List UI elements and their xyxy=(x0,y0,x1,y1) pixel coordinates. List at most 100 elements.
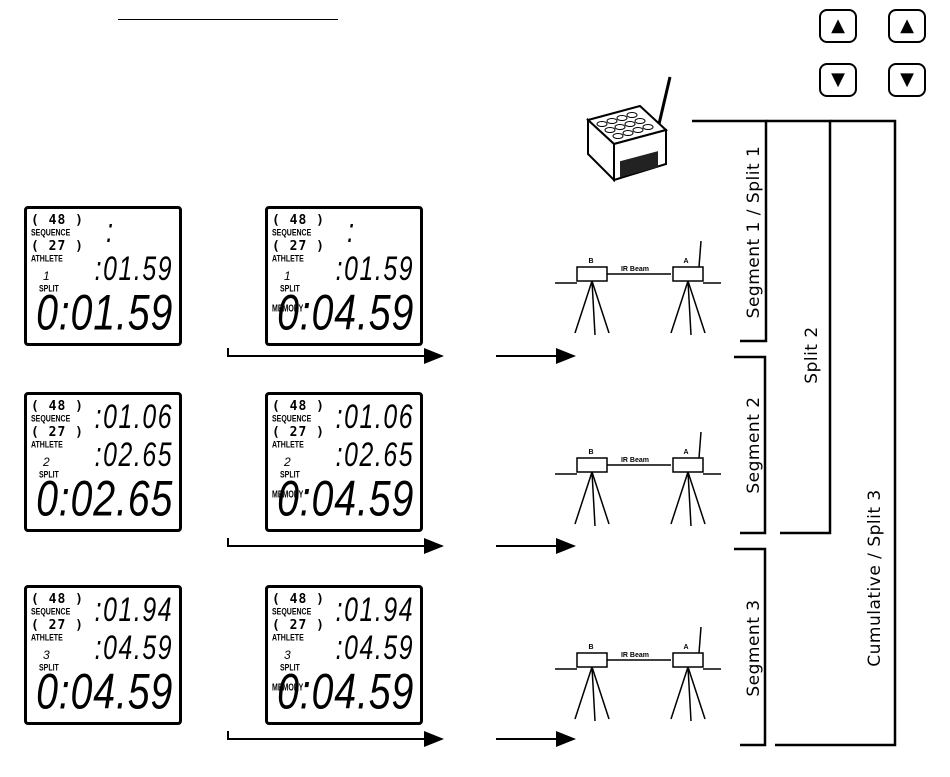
memory-label: MEMORY xyxy=(272,490,304,501)
split-number: 3 xyxy=(43,648,50,662)
memory-label: MEMORY xyxy=(272,304,304,315)
sequence-label: SEQUENCE xyxy=(272,415,312,425)
main-time: 0:04.59 xyxy=(35,664,173,721)
athlete-value: ( 27 ) xyxy=(31,618,84,633)
segment-time: : xyxy=(106,211,115,250)
sequence-value: ( 48 ) xyxy=(31,399,84,414)
flow-arrow xyxy=(227,348,444,364)
split-time: :04.59 xyxy=(335,628,414,667)
memory-label: MEMORY xyxy=(272,683,304,694)
split-number: 2 xyxy=(43,455,50,469)
main-time: 0:02.65 xyxy=(35,471,173,528)
flow-arrow xyxy=(227,538,444,554)
split-label: SPLIT xyxy=(39,285,59,295)
segment3-bracket xyxy=(734,547,767,747)
gate-label-b: B xyxy=(588,258,593,265)
split-number: 3 xyxy=(284,648,291,662)
split-label: SPLIT xyxy=(280,471,300,481)
main-time: 0:04.59 xyxy=(276,664,414,721)
split-label: SPLIT xyxy=(280,664,300,674)
sequence-value: ( 48 ) xyxy=(31,213,84,228)
cumulative-label: Cumulative / Split 3 xyxy=(865,489,885,667)
athlete-label: ATHLETE xyxy=(31,634,63,644)
header-rule xyxy=(118,19,338,20)
segment1-label: Segment 1 / Split 1 xyxy=(744,145,764,319)
sequence-label: SEQUENCE xyxy=(272,608,312,618)
athlete-label: ATHLETE xyxy=(272,255,304,265)
lcd-display: ( 48 ) SEQUENCE ( 27 ) ATHLETE 1 SPLIT :… xyxy=(24,206,182,346)
keypad-controller-icon xyxy=(585,76,672,183)
up-button-left[interactable]: ▲ xyxy=(819,9,857,43)
athlete-value: ( 27 ) xyxy=(31,239,84,254)
split-label: SPLIT xyxy=(280,285,300,295)
segment-time: :01.94 xyxy=(94,590,173,629)
sequence-value: ( 48 ) xyxy=(272,592,325,607)
segment1-bracket xyxy=(692,119,768,343)
athlete-label: ATHLETE xyxy=(31,255,63,265)
lcd-display: ( 48 ) SEQUENCE ( 27 ) ATHLETE 3 SPLIT :… xyxy=(24,585,182,725)
sequence-value: ( 48 ) xyxy=(31,592,84,607)
sequence-label: SEQUENCE xyxy=(31,608,71,618)
sequence-label: SEQUENCE xyxy=(272,229,312,239)
sequence-value: ( 48 ) xyxy=(272,399,325,414)
lcd-display: ( 48 ) SEQUENCE ( 27 ) ATHLETE 3 SPLIT :… xyxy=(265,585,423,725)
segment2-label: Segment 2 xyxy=(744,396,764,494)
up-arrow-icon: ▲ xyxy=(900,15,914,36)
flow-arrow xyxy=(227,731,444,747)
cumulative-bracket xyxy=(775,119,897,747)
ir-gate-illustration: B IR Beam A xyxy=(555,626,721,722)
lcd-display: ( 48 ) SEQUENCE ( 27 ) ATHLETE 2 SPLIT :… xyxy=(24,392,182,532)
segment-time: : xyxy=(347,211,356,250)
down-arrow-icon: ▼ xyxy=(831,69,845,90)
split-time: :01.59 xyxy=(335,249,414,288)
split2-label: Split 2 xyxy=(802,326,822,384)
ir-gate-illustration: B IR Beam A xyxy=(555,431,721,527)
lcd-display: ( 48 ) SEQUENCE ( 27 ) ATHLETE 2 SPLIT :… xyxy=(265,392,423,532)
main-time: 0:01.59 xyxy=(35,285,173,342)
gate-label-b: B xyxy=(588,449,593,456)
sequence-label: SEQUENCE xyxy=(31,229,71,239)
ir-beam-label: IR Beam xyxy=(621,652,649,659)
ir-beam-label: IR Beam xyxy=(621,266,649,273)
split-label: SPLIT xyxy=(39,471,59,481)
up-button-right[interactable]: ▲ xyxy=(888,9,926,43)
up-arrow-icon: ▲ xyxy=(831,15,845,36)
split-number: 1 xyxy=(284,269,291,283)
athlete-label: ATHLETE xyxy=(31,441,63,451)
segment-time: :01.94 xyxy=(335,590,414,629)
main-time: 0:04.59 xyxy=(276,285,414,342)
lcd-display: ( 48 ) SEQUENCE ( 27 ) ATHLETE 1 SPLIT :… xyxy=(265,206,423,346)
main-time: 0:04.59 xyxy=(276,471,414,528)
split-number: 2 xyxy=(284,455,291,469)
split-number: 1 xyxy=(43,269,50,283)
athlete-value: ( 27 ) xyxy=(272,618,325,633)
sequence-value: ( 48 ) xyxy=(272,213,325,228)
athlete-label: ATHLETE xyxy=(272,441,304,451)
ir-gate-illustration: B IR Beam A xyxy=(555,240,721,336)
split2-bracket xyxy=(766,119,832,535)
segment3-label: Segment 3 xyxy=(744,599,764,697)
split-label: SPLIT xyxy=(39,664,59,674)
down-arrow-icon: ▼ xyxy=(900,69,914,90)
split-time: :04.59 xyxy=(94,628,173,667)
athlete-label: ATHLETE xyxy=(272,634,304,644)
split-time: :01.59 xyxy=(94,249,173,288)
segment2-bracket xyxy=(734,355,767,535)
gate-label-a: A xyxy=(683,644,688,651)
gate-label-a: A xyxy=(683,258,688,265)
down-button-right[interactable]: ▼ xyxy=(888,63,926,97)
segment-time: :01.06 xyxy=(335,397,414,436)
down-button-left[interactable]: ▼ xyxy=(819,63,857,97)
athlete-value: ( 27 ) xyxy=(31,425,84,440)
athlete-value: ( 27 ) xyxy=(272,239,325,254)
segment-time: :01.06 xyxy=(94,397,173,436)
sequence-label: SEQUENCE xyxy=(31,415,71,425)
split-time: :02.65 xyxy=(335,435,414,474)
gate-label-a: A xyxy=(683,449,688,456)
gate-label-b: B xyxy=(588,644,593,651)
split-time: :02.65 xyxy=(94,435,173,474)
athlete-value: ( 27 ) xyxy=(272,425,325,440)
ir-beam-label: IR Beam xyxy=(621,457,649,464)
